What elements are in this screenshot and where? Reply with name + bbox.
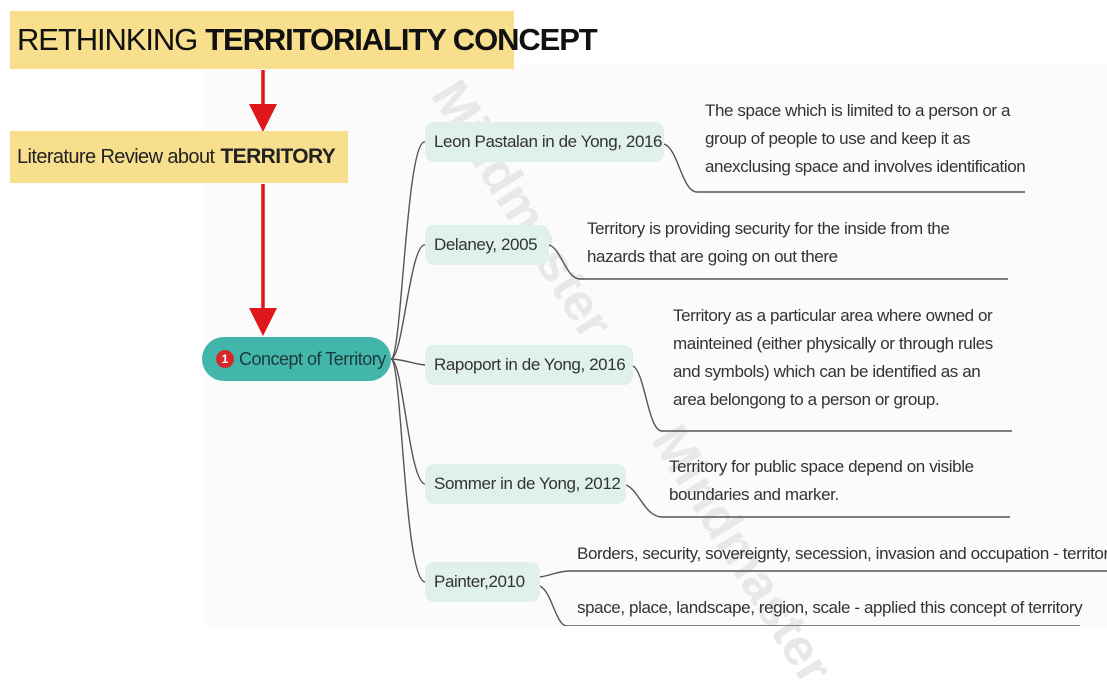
desc-line-4 xyxy=(625,484,1010,518)
branch-line-3 xyxy=(390,358,426,366)
literature-review-banner: Literature Review about TERRITORY xyxy=(10,131,348,183)
description-line: area belongong to a person or group. xyxy=(673,390,940,409)
reference-node-sommer[interactable]: Sommer in de Yong, 2012 xyxy=(425,464,626,504)
reference-node-pastalan[interactable]: Leon Pastalan in de Yong, 2016 xyxy=(425,122,664,162)
description-painter-2: space, place, landscape, region, scale -… xyxy=(577,594,1083,622)
description-line: group of people to use and keep it as xyxy=(705,129,970,148)
reference-node-rapoport[interactable]: Rapoport in de Yong, 2016 xyxy=(425,345,633,385)
reference-label: Painter,2010 xyxy=(434,572,525,591)
reference-node-painter[interactable]: Painter,2010 xyxy=(425,562,540,602)
desc-line-5a xyxy=(539,570,1107,578)
description-line: and symbols) which can be identified as … xyxy=(673,362,981,381)
desc-line-3 xyxy=(632,365,1012,432)
description-line: anexclusing space and involves identific… xyxy=(705,157,1026,176)
description-line: The space which is limited to a person o… xyxy=(705,101,1011,120)
reference-node-delaney[interactable]: Delaney, 2005 xyxy=(425,225,549,265)
reference-label: Delaney, 2005 xyxy=(434,235,538,254)
central-topic-label: Concept of Territory xyxy=(239,348,386,369)
description-line: Territory as a particular area where own… xyxy=(673,306,993,325)
description-line: Territory is providing security for the … xyxy=(587,219,950,238)
description-line: space, place, landscape, region, scale -… xyxy=(577,598,1083,617)
literature-bold: TERRITORY xyxy=(220,145,336,168)
description-delaney: Territory is providing security for the … xyxy=(587,215,950,271)
description-painter-1: Borders, security, sovereignty, secessio… xyxy=(577,540,1107,568)
title-bold: TERRITORIALITY CONCEPT xyxy=(205,22,598,57)
reference-label: Leon Pastalan in de Yong, 2016 xyxy=(434,132,663,151)
description-rapoport: Territory as a particular area where own… xyxy=(673,302,993,414)
branch-line-1 xyxy=(390,141,426,360)
topic-number-badge: 1 xyxy=(216,350,234,368)
branch-line-5 xyxy=(390,358,426,583)
connector-lines xyxy=(249,70,1107,626)
description-line: mainteined (either physically or through… xyxy=(673,334,993,353)
branch-line-4 xyxy=(390,358,426,485)
central-topic-node[interactable]: 1 Concept of Territory xyxy=(202,337,391,381)
literature-prefix: Literature Review about xyxy=(17,145,215,168)
reference-label: Rapoport in de Yong, 2016 xyxy=(434,355,626,374)
description-line: boundaries and marker. xyxy=(669,485,839,504)
description-sommer: Territory for public space depend on vis… xyxy=(669,453,974,509)
desc-line-2 xyxy=(548,244,1008,280)
desc-line-1 xyxy=(663,143,1025,193)
title-prefix: RETHINKING xyxy=(17,22,198,57)
branch-line-2 xyxy=(390,244,426,360)
description-line: Territory for public space depend on vis… xyxy=(669,457,974,476)
description-pastalan: The space which is limited to a person o… xyxy=(705,97,1026,181)
description-line: hazards that are going on out there xyxy=(587,247,838,266)
description-line: Borders, security, sovereignty, secessio… xyxy=(577,544,1107,563)
title-banner: RETHINKING TERRITORIALITY CONCEPT xyxy=(10,11,598,69)
reference-label: Sommer in de Yong, 2012 xyxy=(434,474,621,493)
